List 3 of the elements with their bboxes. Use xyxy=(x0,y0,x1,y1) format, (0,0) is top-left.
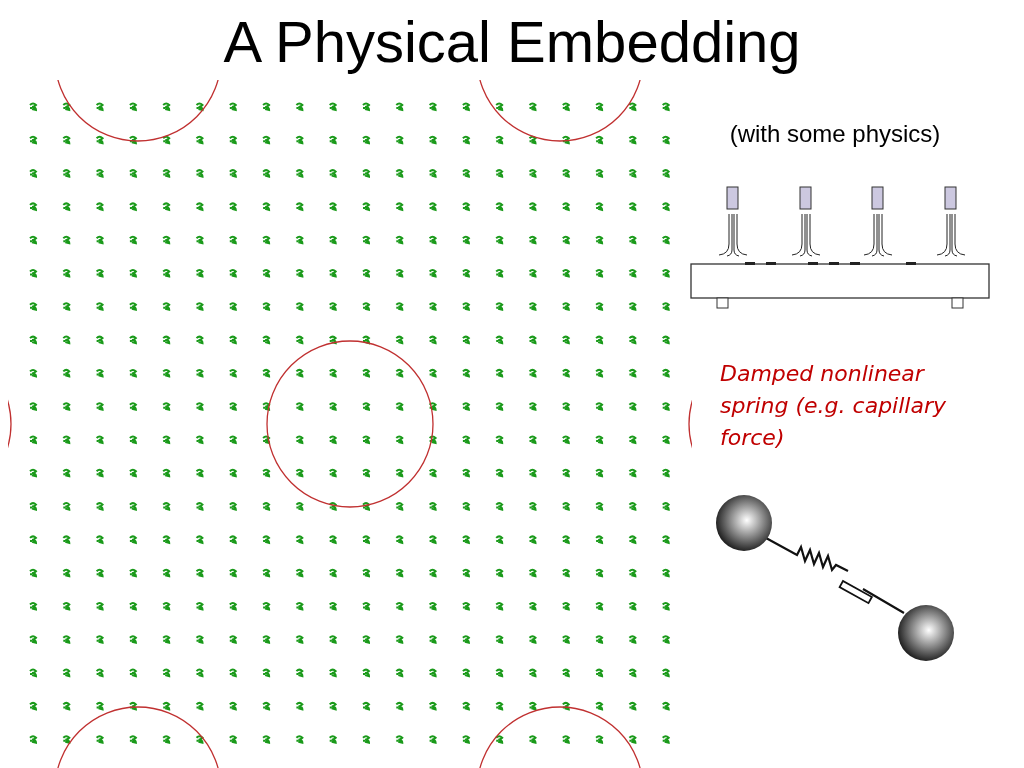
spring-note: Damped nonlinear spring (e.g. capillary force) xyxy=(720,360,947,452)
slide-title: A Physical Embedding xyxy=(222,8,802,75)
subtitle: (with some physics) xyxy=(728,120,942,148)
